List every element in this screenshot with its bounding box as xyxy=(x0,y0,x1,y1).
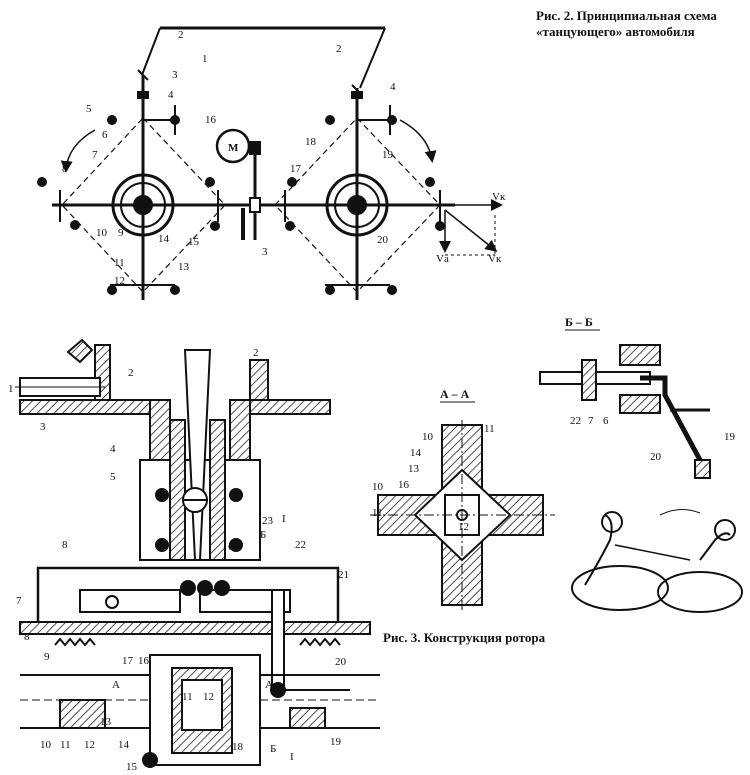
label: 5 xyxy=(86,103,92,115)
label: 10 xyxy=(40,739,52,751)
figure-2-labels: 1 2 2 3 4 4 5 6 7 8 9 10 11 12 13 14 15 … xyxy=(62,29,506,287)
label: 1 xyxy=(202,53,208,65)
label: 14 xyxy=(118,739,130,751)
label: 4 xyxy=(390,81,396,93)
label: 8 xyxy=(24,631,30,643)
label: 14 xyxy=(158,233,170,245)
label: 4 xyxy=(110,443,116,455)
figure-3-labels: 1 2 2 3 4 5 6 7 8 8 9 10 11 12 13 14 15 … xyxy=(8,347,349,773)
section-title: А – А xyxy=(440,387,470,401)
label: 11 xyxy=(484,423,495,435)
section-mark: А xyxy=(265,679,273,691)
label: 17 xyxy=(122,655,134,667)
label: 1 xyxy=(8,383,14,395)
label: 23 xyxy=(262,515,274,527)
figure-3-caption: Рис. 3. Конструкция ротора xyxy=(383,630,546,645)
figure-3-main-section xyxy=(15,338,380,768)
label: 15 xyxy=(126,761,138,773)
label: 22 xyxy=(295,539,306,551)
section-title: Б – Б xyxy=(565,315,593,329)
label: 4 xyxy=(168,89,174,101)
label: 2 xyxy=(253,347,259,359)
label: 8 xyxy=(62,539,68,551)
label: 3 xyxy=(172,69,178,81)
label: 10 xyxy=(372,481,384,493)
velocity-label: Vа xyxy=(436,253,449,265)
label: 12 xyxy=(458,521,469,533)
label: 19 xyxy=(382,149,394,161)
label: 2 xyxy=(178,29,184,41)
label: 13 xyxy=(100,716,112,728)
label: 16 xyxy=(138,655,150,667)
label: 20 xyxy=(335,656,347,668)
section-a-a xyxy=(370,401,555,610)
label: 19 xyxy=(724,431,736,443)
label: 19 xyxy=(330,736,342,748)
figure-2-schematic xyxy=(37,26,503,300)
label: 2 xyxy=(336,43,342,55)
section-b-b xyxy=(539,329,711,479)
label: 12 xyxy=(84,739,95,751)
label: 10 xyxy=(422,431,434,443)
label: 16 xyxy=(205,114,217,126)
section-mark: I xyxy=(290,751,294,763)
section-a-a-labels: А – А 10 11 14 13 16 10 11 12 xyxy=(372,387,495,533)
label: 6 xyxy=(603,415,609,427)
label: 13 xyxy=(178,261,190,273)
label: 9 xyxy=(118,227,124,239)
label: 11 xyxy=(182,691,193,703)
figure-2-caption: Рис. 2. Принципиальная схема «танцующего… xyxy=(536,8,717,39)
label: 16 xyxy=(398,479,410,491)
velocity-label: Vк xyxy=(492,191,506,203)
section-mark: Б xyxy=(260,529,266,541)
label: 22 xyxy=(570,415,581,427)
label: 3 xyxy=(40,421,46,433)
label: 7 xyxy=(16,595,22,607)
section-mark: I xyxy=(282,513,286,525)
label: 6 xyxy=(102,129,108,141)
label: 2 xyxy=(128,367,134,379)
label: 5 xyxy=(110,471,116,483)
label: 12 xyxy=(114,275,125,287)
label: 10 xyxy=(96,227,108,239)
label: 7 xyxy=(588,415,594,427)
label: 3 xyxy=(262,246,268,258)
label: 18 xyxy=(232,741,244,753)
label: 20 xyxy=(377,234,389,246)
label: 8 xyxy=(62,163,68,175)
label: 18 xyxy=(305,136,317,148)
label: 15 xyxy=(188,236,200,248)
riders-illustration xyxy=(571,509,743,613)
label: 21 xyxy=(338,569,349,581)
section-mark: А xyxy=(112,679,120,691)
label: 9 xyxy=(44,651,50,663)
label: 6 xyxy=(228,541,234,553)
section-b-b-labels: Б – Б 22 7 6 20 19 xyxy=(565,315,736,463)
velocity-label: Vк xyxy=(488,253,502,265)
label: 13 xyxy=(408,463,420,475)
label: 17 xyxy=(290,163,302,175)
label: 11 xyxy=(114,257,125,269)
motor-label: М xyxy=(228,142,239,154)
label: 20 xyxy=(650,451,662,463)
label: 14 xyxy=(410,447,422,459)
label: 11 xyxy=(372,507,383,519)
label: 12 xyxy=(203,691,214,703)
label: 11 xyxy=(60,739,71,751)
section-mark: Б xyxy=(270,743,276,755)
label: 7 xyxy=(92,149,98,161)
